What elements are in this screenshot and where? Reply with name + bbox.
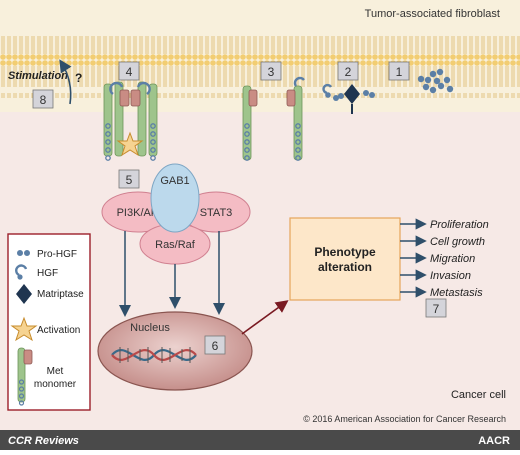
met-monomer-b	[286, 76, 305, 161]
met-dimer-active	[103, 81, 158, 161]
stimulation-arrow-icon	[59, 59, 72, 105]
footer-journal: CCR Reviews	[8, 435, 79, 447]
stat3-label: STAT3	[200, 207, 233, 219]
pro-hgf-icon	[17, 250, 23, 256]
svg-text:1: 1	[396, 65, 403, 79]
svg-text:2: 2	[345, 65, 352, 79]
nucleus-label: Nucleus	[130, 322, 170, 334]
hgf-icon	[15, 264, 28, 277]
outcome-invasion: Invasion	[430, 270, 471, 282]
phenotype-line2: alteration	[318, 260, 372, 274]
step-box-6: 6	[204, 335, 226, 355]
activation-legend-icon	[10, 316, 38, 342]
step-box-4: 4	[118, 61, 140, 81]
svg-text:4: 4	[126, 65, 133, 79]
svg-text:3: 3	[268, 65, 275, 79]
legend-met-line2: monomer	[34, 379, 77, 390]
legend-activation: Activation	[37, 325, 80, 336]
cancer-cell-label: Cancer cell	[451, 389, 506, 401]
legend-hgf: HGF	[37, 268, 58, 279]
fibroblast-title: Tumor-associated fibroblast	[365, 8, 500, 20]
step-box-3: 3	[260, 61, 282, 81]
outcome-list: Proliferation Cell growth Migration Inva…	[400, 218, 489, 299]
phenotype-box	[289, 217, 401, 301]
svg-text:8: 8	[40, 93, 47, 107]
step-box-5: 5	[118, 169, 140, 189]
outcome-migration: Migration	[430, 253, 475, 265]
dna-helix-icon	[111, 347, 197, 363]
step-box-1: 1	[388, 61, 410, 81]
matriptase-cleavage	[322, 83, 375, 114]
gab1-node	[150, 163, 200, 233]
svg-text:7: 7	[433, 302, 440, 316]
pro-hgf-cluster	[417, 68, 454, 94]
svg-text:6: 6	[212, 339, 219, 353]
stimulation-question: ?	[75, 71, 82, 85]
outcome-metastasis: Metastasis	[430, 287, 483, 299]
met-monomer-icon	[17, 347, 33, 406]
nucleus-to-phenotype-arrow	[241, 300, 289, 335]
footer-aacr-logo: AACR	[478, 435, 510, 447]
nucleus	[97, 311, 253, 391]
activation-star-icon	[116, 131, 144, 157]
met-receptors	[103, 76, 305, 161]
step-box-2: 2	[337, 61, 359, 81]
matriptase-icon	[344, 84, 360, 104]
phenotype-line1: Phenotype	[314, 245, 376, 259]
legend-matriptase: Matriptase	[37, 289, 84, 300]
stimulation-label: Stimulation	[8, 70, 68, 82]
met-monomer-a	[242, 85, 258, 161]
pi3k-akt-label: PI3K/Akt	[117, 207, 160, 219]
step-box-7: 7	[425, 298, 447, 318]
legend: Pro-HGF HGF Matriptase Activation Met mo…	[7, 233, 91, 411]
legend-met-line1: Met	[47, 366, 64, 377]
legend-pro-hgf: Pro-HGF	[37, 249, 77, 260]
footer-bar	[0, 430, 520, 450]
outcome-proliferation: Proliferation	[430, 219, 489, 231]
outcome-cell-growth: Cell growth	[430, 236, 485, 248]
svg-text:5: 5	[126, 173, 133, 187]
step-box-8: 8	[32, 89, 54, 109]
gab1-label: GAB1	[160, 175, 189, 187]
matriptase-legend-icon	[16, 284, 32, 304]
ras-raf-label: Ras/Raf	[155, 239, 196, 251]
copyright: © 2016 American Association for Cancer R…	[303, 414, 506, 424]
